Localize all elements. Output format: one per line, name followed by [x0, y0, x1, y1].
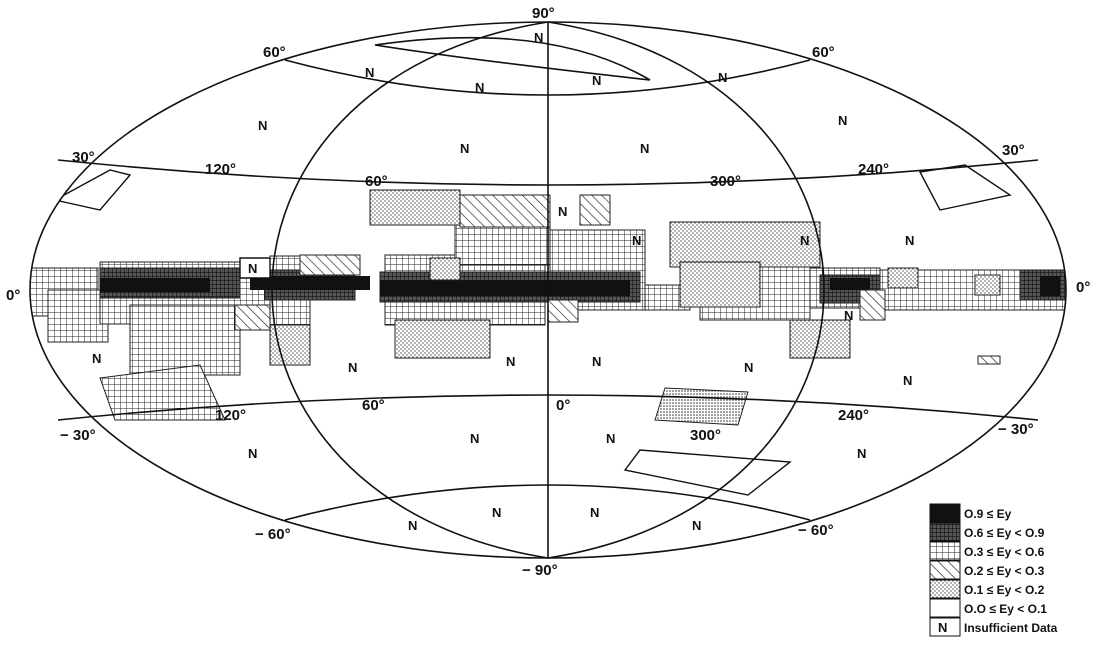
- legend-swatch: [929, 541, 961, 561]
- extinction-regions: [30, 164, 1066, 496]
- n-marker: N: [905, 233, 914, 248]
- longitude-labels: 120° 60° 300° 240° 120° 60° 0° 300° 240°: [205, 161, 889, 444]
- legend-item: N Insufficient Data: [929, 617, 1058, 637]
- legend-label: O.3 ≤ Ey < O.6: [964, 545, 1045, 559]
- n-marker: N: [408, 518, 417, 533]
- n-marker: N: [92, 351, 101, 366]
- insufficient-data-markers: N N N N N N N N N N N N N N N N N N N N …: [92, 30, 914, 533]
- legend-label: O.O ≤ Ey < O.1: [964, 602, 1047, 616]
- graticule: [29, 21, 1067, 559]
- polar-cap-north: [374, 36, 651, 81]
- n-marker: N: [492, 505, 501, 520]
- region-black-band: [100, 276, 1060, 296]
- legend-item: O.6 ≤ Ey < O.9: [929, 522, 1045, 542]
- n-marker: N: [248, 261, 257, 276]
- n-marker: N: [248, 446, 257, 461]
- region-hatch: [234, 194, 1001, 365]
- label-60s-right: − 60°: [798, 522, 834, 539]
- n-marker: N: [844, 308, 853, 323]
- legend-swatch: [929, 560, 961, 580]
- legend-label: O.6 ≤ Ey < O.9: [964, 526, 1045, 540]
- legend-swatch: [929, 598, 961, 618]
- n-marker: N: [692, 518, 701, 533]
- n-marker: N: [592, 73, 601, 88]
- legend-label: Insufficient Data: [964, 621, 1058, 635]
- label-60n-right: 60°: [812, 44, 835, 61]
- legend-item: O.O ≤ Ey < O.1: [929, 598, 1047, 618]
- legend-swatch: [929, 503, 961, 523]
- meridian-right: [547, 21, 825, 559]
- n-marker: N: [506, 354, 515, 369]
- legend-item: O.9 ≤ Ey: [929, 503, 1012, 523]
- n-marker: N: [903, 373, 912, 388]
- legend-label: O.1 ≤ Ey < O.2: [964, 583, 1045, 597]
- lon-label-north: 120°: [205, 161, 236, 178]
- lon-label-south: 240°: [838, 407, 869, 424]
- n-marker: N: [857, 446, 866, 461]
- lat-30-south: [57, 394, 1039, 421]
- n-marker: N: [592, 354, 601, 369]
- n-marker: N: [365, 65, 374, 80]
- lon-label-south: 60°: [362, 397, 385, 414]
- lon-label-north: 240°: [858, 161, 889, 178]
- legend: O.9 ≤ Ey O.6 ≤ Ey < O.9 O.3 ≤ Ey < O.6 O…: [929, 503, 1058, 637]
- n-marker: N: [534, 30, 543, 45]
- n-marker: N: [460, 141, 469, 156]
- legend-swatch: [929, 522, 961, 542]
- lat-60-north: [284, 59, 811, 96]
- legend-item: O.1 ≤ Ey < O.2: [929, 579, 1045, 599]
- lat-60-south: [284, 484, 811, 521]
- legend-label: O.9 ≤ Ey: [964, 507, 1012, 521]
- label-30n-left: 30°: [72, 149, 95, 166]
- region-dots: [269, 189, 1001, 366]
- legend-swatch: [929, 579, 961, 599]
- n-marker: N: [475, 80, 484, 95]
- lat-30-north: [57, 159, 1039, 186]
- latitude-labels: 90° − 90° 60° 60° 30° 30° 0° 0° − 30° − …: [6, 5, 1090, 579]
- legend-label: O.2 ≤ Ey < O.3: [964, 564, 1045, 578]
- label-0-right: 0°: [1076, 279, 1090, 296]
- n-marker: N: [640, 141, 649, 156]
- legend-swatch: [929, 617, 961, 637]
- n-marker: N: [558, 204, 567, 219]
- lon-label-north: 60°: [365, 173, 388, 190]
- legend-item: O.3 ≤ Ey < O.6: [929, 541, 1045, 561]
- n-marker: N: [470, 431, 479, 446]
- lon-label-south: 120°: [215, 407, 246, 424]
- n-marker: N: [632, 233, 641, 248]
- n-marker: N: [590, 505, 599, 520]
- n-marker: N: [348, 360, 357, 375]
- label-90s: − 90°: [522, 562, 558, 579]
- n-marker: N: [838, 113, 847, 128]
- label-30s-right: − 30°: [998, 421, 1034, 438]
- label-30s-left: − 30°: [60, 427, 96, 444]
- label-30n-right: 30°: [1002, 142, 1025, 159]
- legend-n-symbol: N: [938, 620, 947, 635]
- n-marker: N: [800, 233, 809, 248]
- meridian-left: [271, 21, 549, 559]
- n-marker: N: [258, 118, 267, 133]
- region-dots-south: [654, 387, 749, 426]
- label-60s-left: − 60°: [255, 526, 291, 543]
- lon-label-south: 300°: [690, 427, 721, 444]
- label-90n: 90°: [532, 5, 555, 22]
- label-0-left: 0°: [6, 287, 20, 304]
- n-marker: N: [744, 360, 753, 375]
- region-blank-outlines: [53, 164, 1012, 496]
- lon-label-south: 0°: [556, 397, 570, 414]
- n-marker: N: [606, 431, 615, 446]
- n-marker: N: [718, 70, 727, 85]
- label-60n-left: 60°: [263, 44, 286, 61]
- legend-item: O.2 ≤ Ey < O.3: [929, 560, 1045, 580]
- lon-label-north: 300°: [710, 173, 741, 190]
